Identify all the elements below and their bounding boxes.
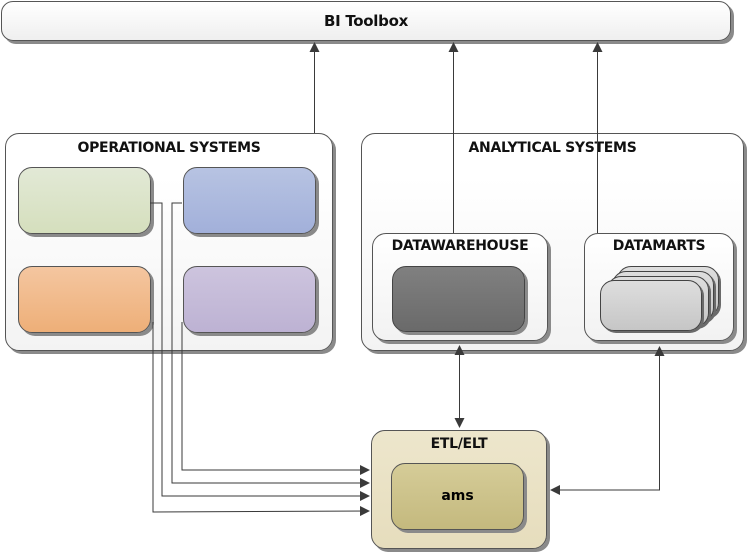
datamarts-box[interactable]: DATAMARTS bbox=[584, 233, 734, 341]
etl-label: ETL/ELT bbox=[430, 436, 488, 452]
orange-system-box[interactable] bbox=[18, 266, 151, 333]
operational-systems-box[interactable]: OPERATIONAL SYSTEMS bbox=[5, 133, 333, 351]
ams-box[interactable]: ams bbox=[391, 463, 524, 530]
datamarts-label: DATAMARTS bbox=[612, 238, 706, 254]
datawarehouse-label: DATAWAREHOUSE bbox=[391, 238, 529, 254]
arrow-purple-to-etl bbox=[181, 322, 370, 475]
operational-systems-label: OPERATIONAL SYSTEMS bbox=[77, 140, 261, 156]
datamart-front[interactable] bbox=[600, 280, 702, 331]
bi-toolbox-box[interactable]: BI Toolbox bbox=[1, 1, 731, 41]
ams-label: ams bbox=[441, 488, 474, 504]
etl-box[interactable]: ETL/ELT ams bbox=[371, 430, 547, 549]
arrow-datamarts-etl bbox=[550, 346, 665, 495]
analytical-systems-label: ANALYTICAL SYSTEMS bbox=[468, 140, 637, 156]
arrow-orange-to-etl bbox=[152, 322, 370, 517]
arrow-green-to-etl bbox=[150, 202, 370, 501]
green-system-box[interactable] bbox=[18, 167, 151, 234]
bi-toolbox-label: BI Toolbox bbox=[324, 12, 408, 30]
arrow-blue-to-etl bbox=[171, 202, 370, 488]
analytical-systems-box[interactable]: ANALYTICAL SYSTEMS DATAWAREHOUSE DATAMAR… bbox=[361, 133, 744, 351]
datawarehouse-box[interactable]: DATAWAREHOUSE bbox=[372, 233, 548, 341]
datawarehouse-store[interactable] bbox=[392, 266, 525, 332]
blue-system-box[interactable] bbox=[183, 167, 316, 234]
purple-system-box[interactable] bbox=[183, 266, 316, 333]
